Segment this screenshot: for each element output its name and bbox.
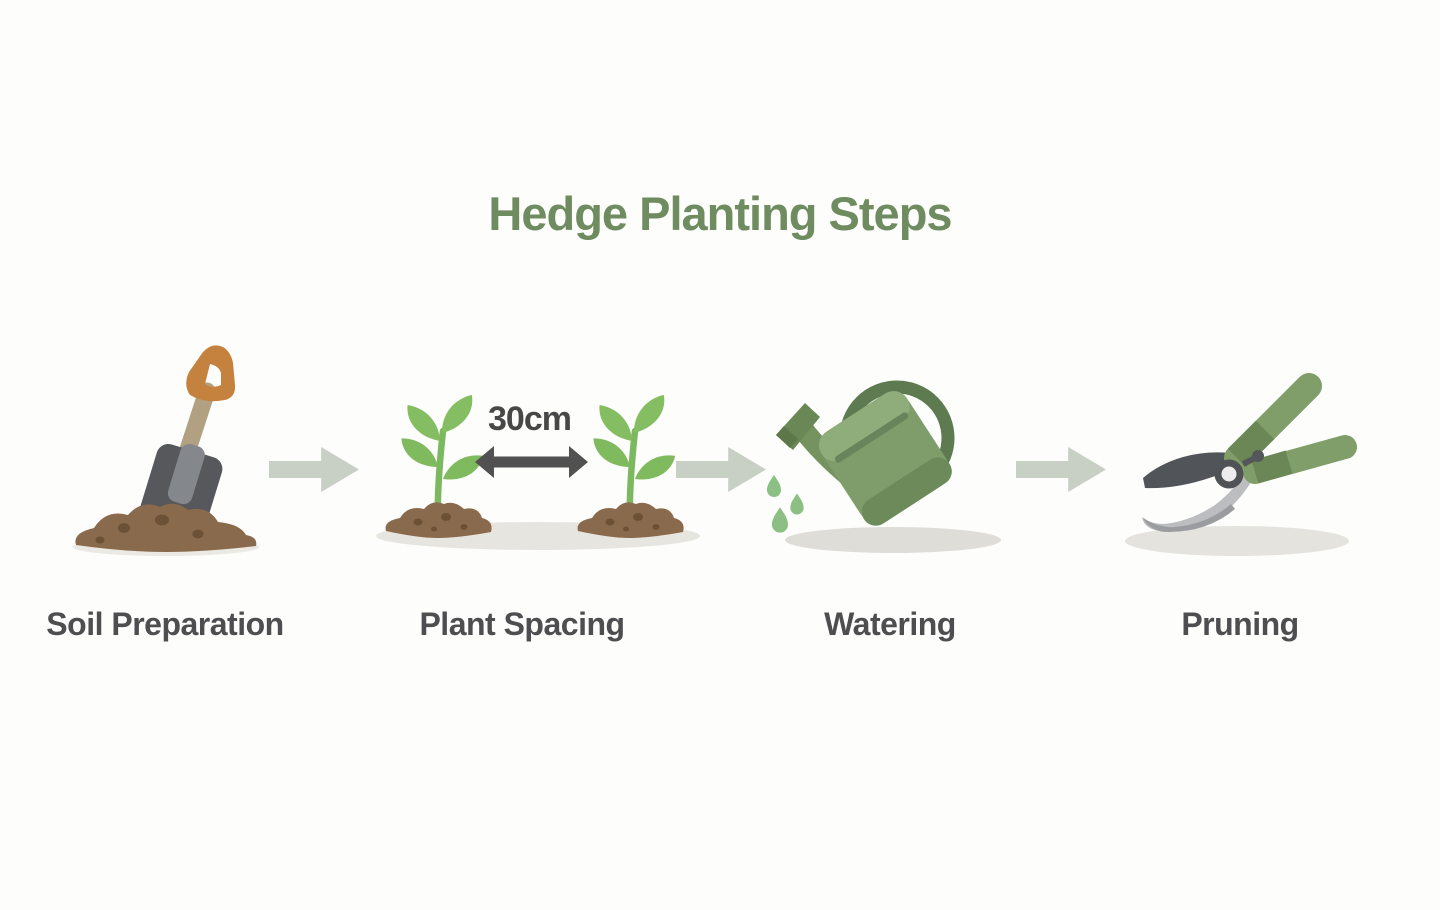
page-title: Hedge Planting Steps: [488, 187, 952, 240]
step-label-plant-spacing: Plant Spacing: [419, 606, 625, 642]
step-label-soil-preparation: Soil Preparation: [46, 606, 284, 642]
step-label-watering: Watering: [824, 606, 956, 642]
shovel-grip: [186, 345, 236, 402]
can-body: [818, 391, 952, 526]
pruning-shears-icon: [1125, 373, 1357, 556]
step-label-pruning: Pruning: [1181, 606, 1299, 642]
watering-can-icon: [767, 380, 1001, 553]
shears-upper-blade: [1143, 452, 1245, 489]
soil-mound: [75, 503, 257, 552]
flow-arrow-icon: [269, 447, 359, 492]
shovel-in-soil-icon: [73, 345, 259, 556]
ground-shadow: [785, 527, 1001, 553]
shears-upper-handle: [1224, 373, 1322, 471]
shears-blade-edge: [1143, 504, 1235, 532]
seedlings-spacing-icon: [376, 383, 700, 550]
shears-pivot-bolt: [1214, 459, 1244, 489]
flow-arrow-icon: [1016, 447, 1106, 492]
water-drops: [767, 475, 804, 533]
spout-rose: [776, 403, 820, 450]
spacing-measure-arrow-icon: [475, 446, 588, 478]
shears-stop-knob: [1241, 450, 1264, 467]
shears-lower-handle: [1243, 435, 1357, 484]
spacing-annotation: 30cm: [488, 400, 572, 438]
ground-shadow: [1125, 526, 1349, 556]
